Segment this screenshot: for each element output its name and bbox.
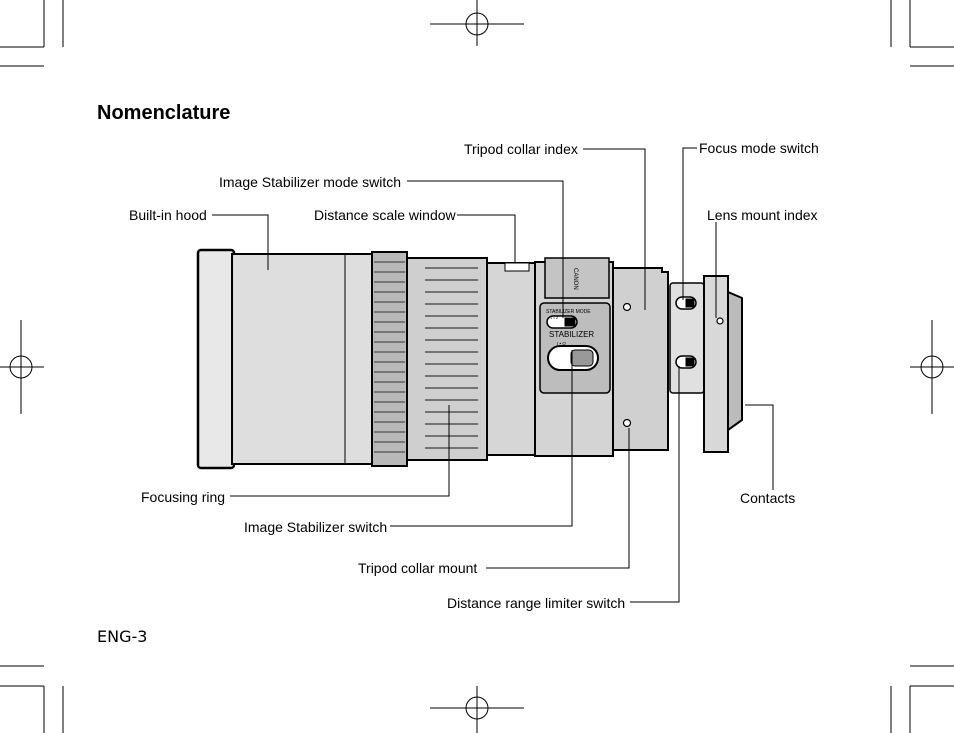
tripod-collar-index-dot <box>622 302 632 312</box>
stabilizer-mode-marking: STABILIZER MODE <box>546 309 591 315</box>
label-lens-mount-index: Lens mount index <box>707 207 818 223</box>
label-built-in-hood: Built-in hood <box>129 207 207 223</box>
registration-mark-right <box>910 320 954 414</box>
registration-mark-bottom <box>430 686 524 733</box>
label-distance-scale-window: Distance scale window <box>314 207 456 223</box>
label-tripod-collar-index: Tripod collar index <box>464 141 578 157</box>
brand-marking: CANON <box>572 268 578 290</box>
registration-mark-top <box>430 0 524 46</box>
registration-mark-left <box>0 320 44 414</box>
label-tripod-collar-mount: Tripod collar mount <box>358 560 478 576</box>
label-is-mode-switch: Image Stabilizer mode switch <box>219 174 402 190</box>
tripod-collar-mount-dot <box>622 418 632 428</box>
page-title: Nomenclature <box>97 102 231 124</box>
on-off-marking: I • O <box>557 341 566 346</box>
built-in-hood <box>196 248 236 470</box>
lens-body <box>196 248 743 470</box>
leader-lines <box>212 147 774 603</box>
focusing-ring <box>371 251 408 467</box>
label-distance-range-limiter-switch: Distance range limiter switch <box>447 595 626 611</box>
mode-values-marking: 1 • 2 <box>550 315 559 320</box>
label-is-switch: Image Stabilizer switch <box>244 519 388 535</box>
lens-mount-index <box>716 317 724 325</box>
label-contacts: Contacts <box>740 490 796 506</box>
stabilizer-marking: STABILIZER <box>549 330 594 339</box>
page-number: ENG-3 <box>97 627 148 646</box>
label-focusing-ring: Focusing ring <box>141 489 226 505</box>
distance-scale-window <box>504 262 530 272</box>
label-focus-mode-switch: Focus mode switch <box>699 140 819 156</box>
